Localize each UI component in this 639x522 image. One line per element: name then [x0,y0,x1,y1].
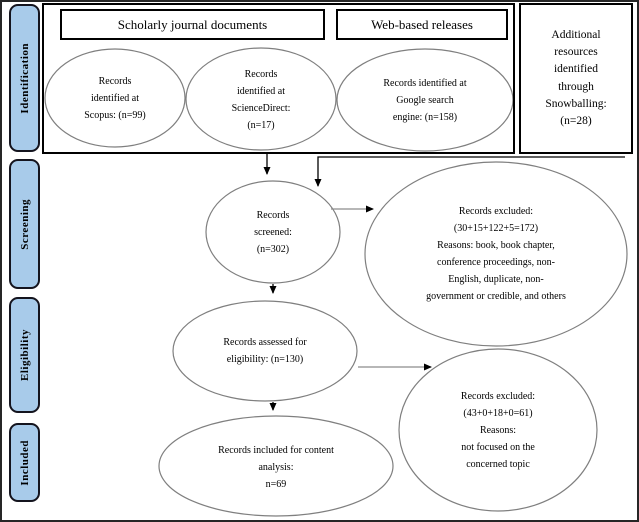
sidebar-item-identification: Identification [9,4,40,152]
included-node-text: Records included for content analysis: n… [218,444,334,490]
snowballing-text: Additional resources identified through … [545,28,607,127]
screened-node-text: Records screened: (n=302) [254,209,292,255]
web-header-label: Web-based releases [371,16,473,32]
arrow-snowballing-to-screened [314,156,625,187]
stage-label-eligibility: Eligibility [18,329,31,381]
web-header-box: Web-based releases [336,9,508,40]
included-ellipse [158,415,394,517]
stage-label-identification: Identification [18,42,31,114]
scopus-ellipse [44,48,186,148]
scholarly-header-label: Scholarly journal documents [117,16,268,32]
excluded-screening-ellipse [364,161,628,347]
excluded-screening-node-text: Records excluded: (30+15+122+5=172) Reas… [426,206,566,302]
scopus-node-text: Records identified at Scopus: (n=99) [84,75,146,121]
google-node-text: Records identified at Google search engi… [383,77,467,123]
sciencedirect-node-text: Records identified at ScienceDirect: (n=… [231,68,291,131]
sidebar-item-eligibility: Eligibility [9,297,40,413]
sidebar-item-included: Included [9,423,40,502]
stage-label-included: Included [18,439,31,486]
assessed-ellipse [172,300,358,402]
snowballing-box: Additional resources identified through … [519,3,633,154]
identification-container [42,3,515,154]
sciencedirect-ellipse [185,47,337,151]
stage-label-screening: Screening [18,198,31,250]
assessed-node-text: Records assessed for eligibility: (n=130… [223,337,307,365]
excluded-eligibility-node-text: Records excluded: (43+0+18+0=61) Reasons… [460,390,536,470]
scholarly-header-box: Scholarly journal documents [60,9,325,40]
screened-ellipse [205,180,341,284]
sidebar-item-screening: Screening [9,159,40,289]
excluded-eligibility-ellipse [398,348,598,512]
